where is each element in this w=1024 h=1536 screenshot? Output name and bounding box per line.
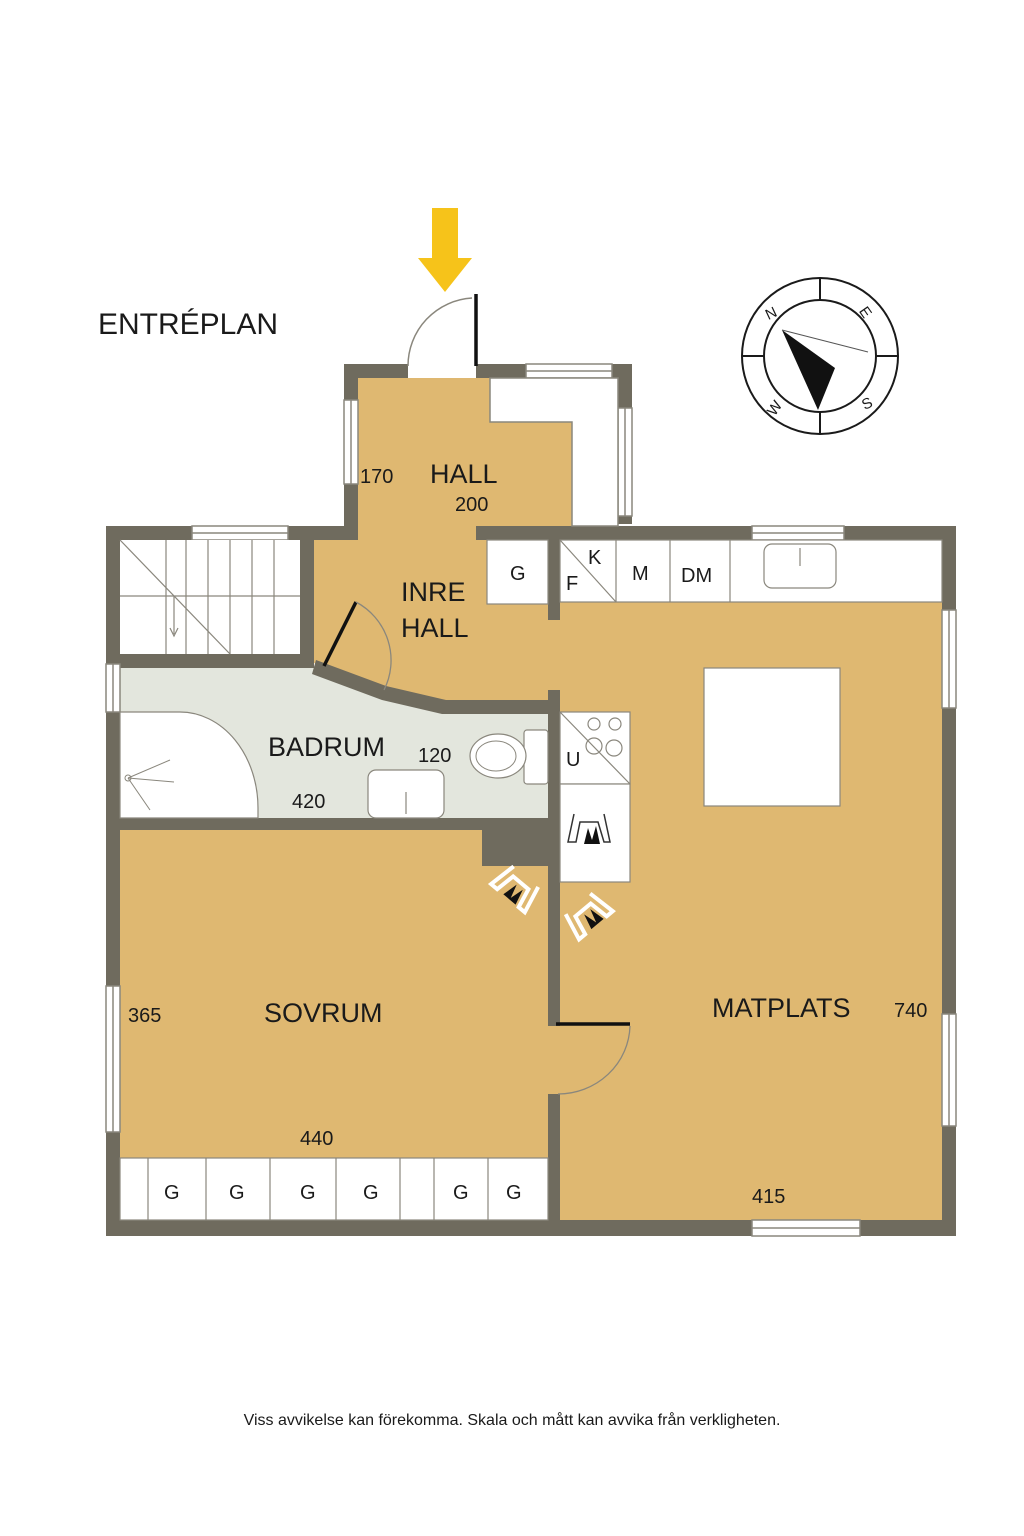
matplats-floor (560, 600, 942, 1220)
hall-closet (489, 377, 619, 527)
room-label-matplats: MATPLATS (712, 993, 851, 1023)
kitchen-island (703, 667, 841, 807)
dishwasher-label: DM (681, 565, 712, 587)
compass-s: S (859, 394, 875, 414)
freezer-label: K (588, 547, 602, 569)
floors (120, 378, 942, 1220)
matplats-stove-icon (563, 891, 616, 943)
compass-icon: N E S W (741, 277, 899, 435)
dim-hall-width: 170 (360, 466, 393, 488)
compass-e: E (855, 303, 875, 321)
wardrobe-label-1: G (164, 1182, 180, 1204)
dim-sovrum-width: 440 (300, 1128, 333, 1150)
sovrum-floor (120, 830, 548, 1220)
dim-sovrum-height: 365 (128, 1005, 161, 1027)
microwave-label: M (632, 563, 649, 585)
wardrobe-label-2: G (229, 1182, 245, 1204)
kitchen-counter: K F M DM (559, 539, 943, 603)
entrance-arrow-icon (418, 208, 472, 292)
hall-floor (358, 378, 572, 540)
wardrobe-inre-hall: G (486, 539, 549, 605)
interior-walls (120, 526, 560, 1220)
entrance-door (407, 294, 478, 378)
shower (119, 711, 259, 819)
room-label-sovrum: SOVRUM (264, 998, 383, 1028)
sovrum-wardrobes: G G G G G G (119, 1157, 549, 1221)
fridge-label: F (566, 573, 578, 595)
plan-title: ENTRÉPLAN (98, 308, 278, 341)
room-label-inre-line2: HALL (401, 613, 469, 643)
wardrobe-label: G (510, 563, 526, 585)
room-label-hall: HALL (430, 459, 498, 489)
dim-matplats-width: 415 (752, 1186, 785, 1208)
fireplace (559, 783, 631, 883)
oven-label: U (566, 749, 580, 771)
dim-badrum-width: 420 (292, 791, 325, 813)
wardrobe-label-4: G (363, 1182, 379, 1204)
badrum-door (322, 601, 392, 691)
dim-badrum-height: 120 (418, 745, 451, 767)
dim-hall-height: 200 (455, 494, 488, 516)
wardrobe-label-5: G (453, 1182, 469, 1204)
toilet-icon (469, 729, 549, 785)
wardrobe-label-3: G (300, 1182, 316, 1204)
bathroom-sink-icon (367, 769, 445, 819)
dim-matplats-height: 740 (894, 1000, 927, 1022)
stove: U (559, 711, 631, 785)
windows (105, 363, 957, 1237)
room-label-inre-line1: INRE (401, 577, 466, 607)
sovrum-door (548, 1022, 631, 1095)
compass-w: W (764, 397, 787, 419)
wardrobe-label-6: G (506, 1182, 522, 1204)
staircase (119, 539, 300, 655)
sovrum-stove-icon (487, 864, 540, 916)
disclaimer-text: Viss avvikelse kan förekomma. Skala och … (243, 1412, 781, 1429)
room-label-badrum: BADRUM (268, 732, 385, 762)
